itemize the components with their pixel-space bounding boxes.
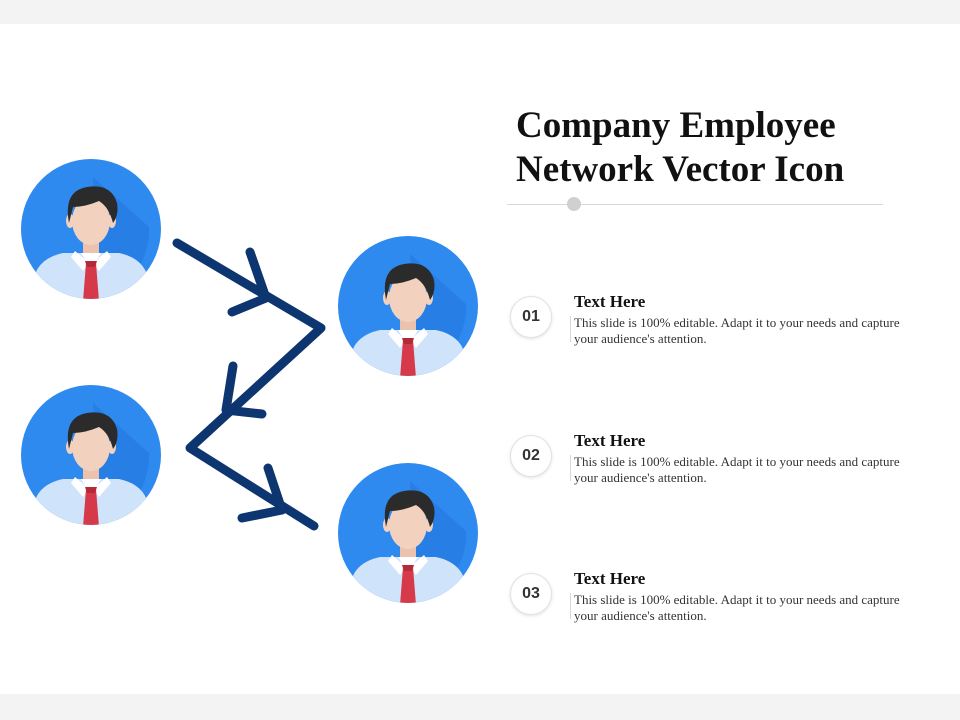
number-badge: 02 xyxy=(510,435,552,477)
item-divider xyxy=(570,316,571,342)
title-line-2: Network Vector Icon xyxy=(516,149,845,190)
bottom-edge-strip xyxy=(0,694,960,720)
number-badge: 01 xyxy=(510,296,552,338)
title-line-1: Company Employee xyxy=(516,105,836,146)
arrowhead-icon xyxy=(237,463,287,523)
employee-avatar-icon xyxy=(338,236,478,386)
employee-avatar-icon xyxy=(338,463,478,613)
list-item-03: 03 Text Here This slide is 100% editable… xyxy=(510,569,930,649)
list-item-02: 02 Text Here This slide is 100% editable… xyxy=(510,431,930,511)
title-divider xyxy=(507,204,883,205)
employee-avatar-icon xyxy=(21,159,161,309)
arrowhead-icon xyxy=(227,247,271,317)
network-connector-line xyxy=(172,238,326,531)
item-description: This slide is 100% editable. Adapt it to… xyxy=(574,315,900,346)
item-divider xyxy=(570,593,571,619)
divider-dot xyxy=(567,197,581,211)
arrowhead-icon xyxy=(221,361,267,419)
employee-avatar-icon xyxy=(21,385,161,535)
top-edge-strip xyxy=(0,0,960,24)
item-title: Text Here xyxy=(574,292,646,311)
item-title: Text Here xyxy=(574,569,646,588)
page-title: Company Employee Network Vector Icon xyxy=(516,104,936,192)
item-description: This slide is 100% editable. Adapt it to… xyxy=(574,592,900,623)
number-badge: 03 xyxy=(510,573,552,615)
item-divider xyxy=(570,455,571,481)
list-item-01: 01 Text Here This slide is 100% editable… xyxy=(510,292,930,372)
item-description: This slide is 100% editable. Adapt it to… xyxy=(574,454,900,485)
item-title: Text Here xyxy=(574,431,646,450)
